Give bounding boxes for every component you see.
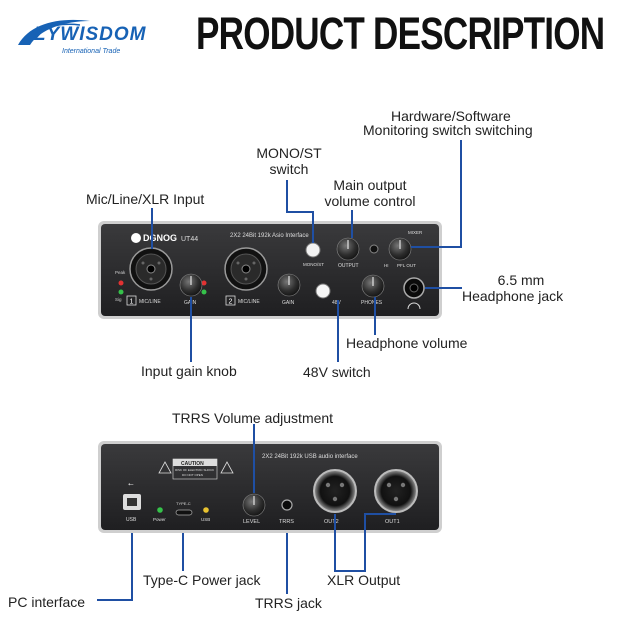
brand-subtitle: International Trade — [62, 48, 121, 55]
main-output-label-1: Main output — [333, 177, 407, 193]
phones-label: PHONES — [361, 300, 383, 306]
hi-label: HI — [384, 263, 389, 268]
v48-switch-label: 48V switch — [303, 364, 371, 380]
caution-line-2: DO NOT OPEN — [182, 473, 203, 477]
xlr-output-label: XLR Output — [327, 572, 401, 588]
usb-label: USB — [126, 517, 137, 523]
mixer-label: MIXER — [408, 230, 423, 235]
ch1-mic-line: MIC/LINE — [139, 299, 161, 305]
type-c-power-label: Type-C Power jack — [143, 572, 261, 588]
headphone-volume-label: Headphone volume — [346, 335, 468, 351]
indicator-icon — [369, 244, 379, 254]
brand-swoosh-icon — [18, 19, 90, 45]
logo-icon — [131, 233, 141, 243]
level-label: LEVEL — [243, 519, 260, 525]
combo-input-2[interactable] — [224, 247, 268, 291]
leader-lines — [97, 140, 462, 601]
sig-label: Sig — [115, 297, 122, 302]
input-gain-label: Input gain knob — [141, 363, 237, 379]
usb-led-label: USB — [201, 517, 210, 522]
ch2-mic-line: MIC/LINE — [238, 299, 260, 305]
front-logo: DGNOG — [143, 233, 177, 243]
type-c-port[interactable] — [175, 509, 193, 516]
usb-led — [203, 507, 209, 513]
front-model: UT44 — [181, 236, 198, 243]
output-label: OUTPUT — [338, 263, 359, 269]
front-panel: DGNOG UT44 2X2 24Bit 192k Asio Interface… — [98, 221, 442, 319]
xlr-out-1[interactable] — [374, 469, 418, 513]
hw-sw-label-1: Hardware/Software — [391, 108, 511, 124]
caution-line-1: RISK OF ELECTRIC SHOCK — [175, 468, 214, 472]
combo-input-1[interactable] — [129, 247, 173, 291]
type-c-label: TYPE-C — [176, 501, 191, 506]
trrs-label: TRRS — [279, 519, 294, 525]
peak-label: Peak — [115, 270, 126, 275]
power-led — [157, 507, 163, 513]
sig-led-2 — [201, 289, 207, 295]
phantom-48v-button[interactable] — [315, 283, 331, 299]
xlr-out-2[interactable] — [313, 469, 357, 513]
out1-label: OUT1 — [385, 519, 400, 525]
trrs-jack[interactable] — [281, 499, 293, 511]
warning-icon — [158, 461, 172, 474]
usb-symbol-icon: ⭠ — [128, 481, 134, 488]
mono-label-2: switch — [269, 161, 309, 177]
front-banner: 2X2 24Bit 192k Asio Interface — [230, 233, 309, 239]
rear-banner: 2X2 24Bit 192k USB audio interface — [262, 454, 358, 460]
trrs-jack-label: TRRS jack — [255, 595, 322, 611]
sig-led-1 — [118, 289, 124, 295]
gain-label-2: GAIN — [282, 300, 295, 306]
mono-label-1: MONO/ST — [256, 145, 322, 161]
page-title: PRODUCT DESCRIPTION — [196, 8, 605, 59]
jack-label-2: Headphone jack — [462, 288, 564, 304]
headphone-icon — [407, 302, 421, 310]
mono-st-label: MONO/ST — [303, 262, 324, 267]
out2-label: OUT2 — [324, 519, 339, 525]
brand-name: ZYWISDOM — [34, 24, 147, 45]
power-label: Power — [153, 517, 166, 522]
caution-title: CAUTION — [181, 461, 204, 467]
trrs-volume-label: TRRS Volume adjustment — [172, 410, 334, 426]
v48-label: 48V — [332, 300, 342, 306]
mic-input-label: Mic/Line/XLR Input — [86, 191, 205, 207]
rear-panel: 2X2 24Bit 192k USB audio interface CAUTI… — [98, 441, 442, 533]
hw-sw-label-2: Monitoring switch switching — [363, 122, 533, 138]
warning-icon — [220, 461, 234, 474]
peak-led-2 — [201, 280, 207, 286]
peak-led-1 — [118, 280, 124, 286]
mono-st-button[interactable] — [305, 242, 321, 258]
pfl-out-label: PFL OUT — [397, 263, 416, 268]
ch1-number: 1 — [130, 299, 134, 306]
main-output-label-2: volume control — [324, 193, 416, 209]
jack-label-1: 6.5 mm — [497, 272, 545, 288]
pc-interface-label: PC interface — [8, 594, 86, 610]
ch2-number: 2 — [229, 299, 233, 306]
